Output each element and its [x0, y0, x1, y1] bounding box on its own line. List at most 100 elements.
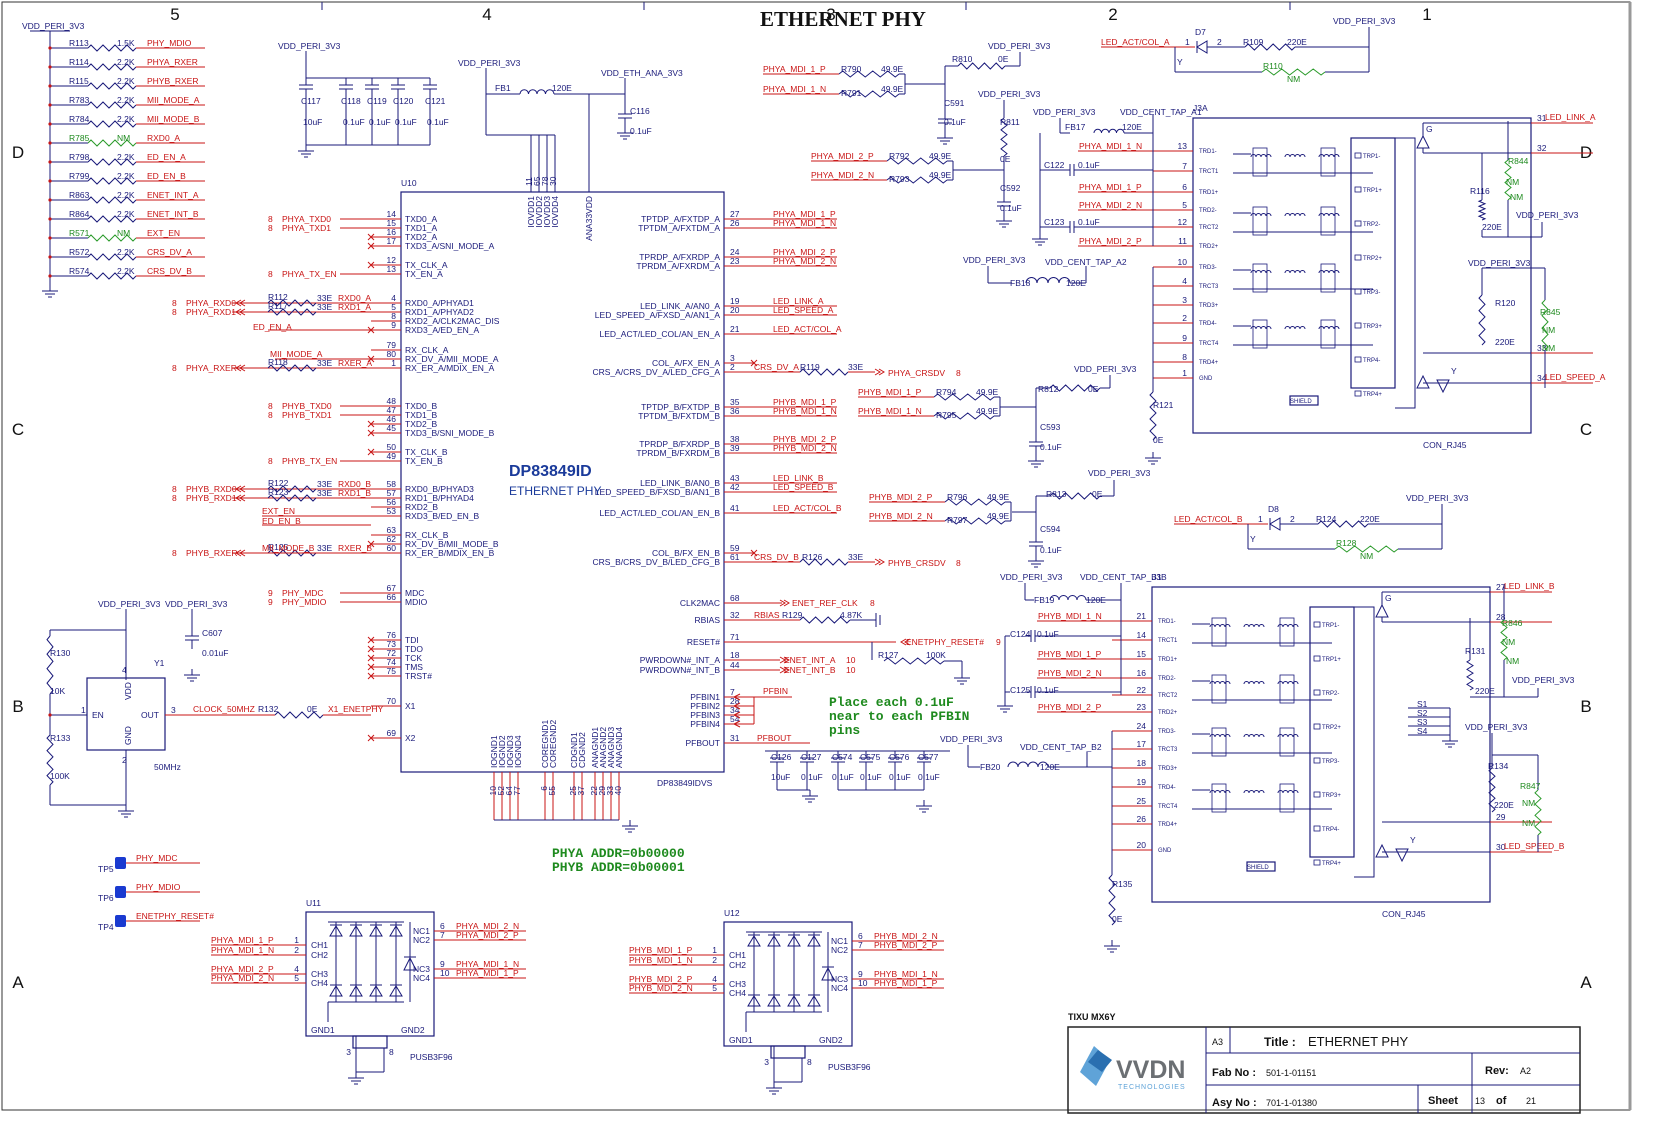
pin-number: 25: [1137, 796, 1147, 806]
cap-value: 0.1uF: [1000, 203, 1022, 213]
pin-name: GND1: [311, 1025, 335, 1035]
pin-name: IOGND3: [505, 735, 515, 768]
pin-number: 30: [1496, 842, 1506, 852]
ic-part-number: PUSB3F96: [410, 1052, 453, 1062]
pin-number: 72: [387, 648, 397, 658]
transformer-core: [1279, 727, 1295, 757]
resistor-value: 220E: [1475, 686, 1495, 696]
center-resistor: [1000, 117, 1008, 157]
cap-ref: C122: [1044, 160, 1065, 170]
net-label: PHYB_MDI_2_P: [1038, 702, 1102, 712]
transformer-winding: [1250, 213, 1272, 217]
pin-name: TCK: [405, 653, 422, 663]
net-label: PHYA_MDI_2_N: [811, 170, 874, 180]
jack-contact: [1313, 757, 1321, 764]
resistor-ref: R784: [69, 114, 90, 124]
termination-resistor: [933, 393, 995, 401]
cap-value: 0.1uF: [630, 126, 652, 136]
transformer-core: [1211, 674, 1227, 704]
net-label: PHYB_MDI_1_P: [1038, 649, 1102, 659]
no-connect: [367, 672, 375, 680]
no-connect: [367, 663, 375, 671]
resistor-value: 33E: [317, 358, 332, 368]
transformer-core: [1211, 727, 1227, 757]
resistor-ref: R571: [69, 228, 90, 238]
termination-resistor: [944, 517, 1006, 525]
led-resistor: [1478, 294, 1486, 346]
net-label: PHYA_MDI_1_N: [763, 84, 826, 94]
pin-number: 2: [294, 945, 299, 955]
resistor-ref: R116: [1470, 186, 1490, 196]
resistor-ref: R115: [69, 76, 89, 86]
pin-number: 28: [1496, 612, 1506, 622]
pin-name: CH2: [311, 950, 328, 960]
jack-contact: [1313, 723, 1321, 730]
nm-resistor: [1261, 68, 1326, 76]
net-label: PHYB_MDI_2_N: [629, 983, 693, 993]
connector-ref: J3B: [1152, 572, 1167, 582]
jack-led-yellow: [1375, 843, 1389, 858]
resistor-value: 0E: [1112, 914, 1123, 924]
sheet-title: ETHERNET PHY: [760, 7, 926, 31]
power-rail: VDD_CENT_TAP_B2: [1020, 742, 1102, 752]
transformer-winding: [1250, 154, 1272, 158]
pin-number: 4: [294, 964, 299, 974]
net-label: PHYB_RXD0: [186, 484, 237, 494]
jack-outline: [1395, 137, 1416, 409]
resistor-ref: R125: [268, 542, 289, 552]
net-label: PHYA_RXER: [186, 363, 237, 373]
jack-contact: [1354, 322, 1362, 329]
pin-number: 59: [730, 543, 740, 553]
pin-number: 1: [294, 935, 299, 945]
junction: [48, 255, 52, 259]
net-arrow: [783, 599, 790, 607]
pin-number: 1: [391, 358, 396, 368]
cap-value: 0.1uF: [860, 772, 882, 782]
fab-label: Fab No :: [1212, 1067, 1256, 1079]
page-ref: 8: [172, 493, 177, 503]
border-row-marker: D: [12, 143, 24, 162]
pin-name: ANAGND2: [598, 727, 608, 768]
transformer-winding: [1318, 326, 1340, 330]
pin-name: TPRDM_B/FXRDM_B: [636, 448, 720, 458]
shield-box: [1289, 395, 1319, 406]
net-label: ENET_INT_A: [784, 655, 836, 665]
pin-number: 29: [1496, 812, 1506, 822]
cap-ref: C127: [801, 752, 822, 762]
resistor-value: 2.2K: [117, 190, 135, 200]
net-label: PHY_MDIO: [147, 38, 192, 48]
power-rail: VDD_PERI_3V3: [1516, 210, 1579, 220]
pin-number: 40: [613, 786, 623, 796]
jack-contact: [1313, 655, 1321, 662]
net-label: ED_EN_A: [253, 322, 292, 332]
pin-number: 21: [1137, 611, 1147, 621]
pin-number: 5: [712, 983, 717, 993]
pin-name: NC1: [831, 936, 848, 946]
fb-value: 120E: [1122, 122, 1142, 132]
pin-number: 5: [1182, 200, 1187, 210]
border-col-marker: 4: [482, 5, 491, 24]
jack-contact: [1354, 220, 1362, 227]
net-arrow: [783, 666, 790, 674]
pin-name: RX_CLK_A: [405, 345, 449, 355]
resistor-ref: R572: [69, 247, 90, 257]
resistor-value: 49.9E: [881, 84, 904, 94]
led-resistor: [1488, 767, 1496, 813]
resistor-ref: R117: [268, 301, 288, 311]
resistor-value: 33E: [317, 293, 332, 303]
pin-number: 18: [1137, 758, 1147, 768]
resistor-ref: R129: [782, 610, 803, 620]
pin-number: 5: [391, 302, 396, 312]
testpoint: [115, 886, 126, 898]
junction: [48, 274, 52, 278]
pullup-resistor: [87, 215, 137, 223]
pin-number: 63: [387, 525, 397, 535]
resistor-value: NM: [1360, 551, 1373, 561]
page-ref: 8: [172, 484, 177, 494]
pin-name: TPTDM_B/FXTDM_B: [638, 411, 720, 421]
pin-number: 8: [807, 1057, 812, 1067]
pin-name: TRCT2: [1158, 693, 1178, 699]
transformer-core: [1252, 147, 1268, 177]
pin-name: CDGND2: [577, 732, 587, 768]
connector-ref: J3A: [1193, 103, 1208, 113]
